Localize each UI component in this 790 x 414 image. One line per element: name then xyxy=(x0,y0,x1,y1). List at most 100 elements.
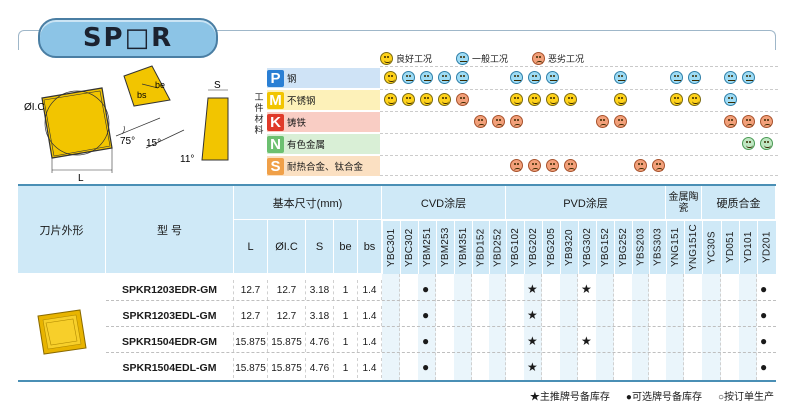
header-dim-s: S xyxy=(306,220,334,274)
stock-legend: ★主推牌号备库存 ●可选牌号备库存 ○按订单生产 xyxy=(530,388,774,403)
header-grade: YBG252 xyxy=(614,220,632,274)
rating-m-2-icon xyxy=(402,93,415,106)
header-grade: YBG302 xyxy=(578,220,596,274)
header-grade: YBG102 xyxy=(506,220,524,274)
mark-star: ★ xyxy=(527,282,538,296)
header-grade: YBC302 xyxy=(400,220,418,274)
label-bs: bs xyxy=(137,90,147,100)
rating-s-5-icon xyxy=(634,159,647,172)
rating-m-6-icon xyxy=(510,93,523,106)
mark-dot: ● xyxy=(422,308,430,322)
table-row-model: SPKR1504EDR-GM xyxy=(106,332,234,352)
mark-dot: ● xyxy=(422,334,430,348)
rating-k-3-icon xyxy=(510,115,523,128)
material-suitability-grid xyxy=(380,66,778,176)
legend-good: 良好工况 xyxy=(380,52,432,65)
header-cvd: CVD涂层 xyxy=(382,186,506,220)
header-grade: YB9320 xyxy=(560,220,578,274)
header-grade: YBG202 xyxy=(524,220,542,274)
header-frame xyxy=(18,30,776,50)
rating-m-7-icon xyxy=(528,93,541,106)
mark-star: ★ xyxy=(527,308,538,322)
header-grade: YBG205 xyxy=(542,220,560,274)
header-dim-be: be xyxy=(334,220,358,274)
rating-p-ybg202-icon xyxy=(528,71,541,84)
rating-m-1-icon xyxy=(384,93,397,106)
mark-star: ★ xyxy=(527,334,538,348)
header-carbide: 硬质合金 xyxy=(702,186,776,220)
header-dim-ic: ØI.C xyxy=(268,220,306,274)
label-angle11: 11° xyxy=(180,154,194,165)
material-row-k: K 铸铁 xyxy=(267,112,380,132)
header-grade: YBM351 xyxy=(454,220,472,274)
insert-drawing: ØI.C L bs be 75° 15° S 11° xyxy=(24,65,229,182)
rating-p-ybg302-icon xyxy=(614,71,627,84)
rating-k-8-icon xyxy=(760,115,773,128)
label-l: L xyxy=(78,173,84,182)
header-grade: YNG151 xyxy=(666,220,684,274)
rating-k-7-icon xyxy=(742,115,755,128)
rating-m-9-icon xyxy=(564,93,577,106)
smiley-bad-icon xyxy=(532,52,546,65)
material-row-n: N 有色金属 xyxy=(267,134,380,154)
rating-p-ybm351-icon xyxy=(456,71,469,84)
header-grade: YNG151C xyxy=(684,220,702,274)
rating-s-6-icon xyxy=(652,159,665,172)
rating-p-yd101-icon xyxy=(742,71,755,84)
table-row-model: SPKR1203EDL-GM xyxy=(106,306,234,326)
rating-k-2-icon xyxy=(492,115,505,128)
rating-k-4-icon xyxy=(596,115,609,128)
table-row-model: SPKR1203EDR-GM xyxy=(106,280,234,300)
insert-corner-detail xyxy=(123,65,171,107)
rating-m-10-icon xyxy=(614,93,627,106)
condition-legend: 良好工况 一般工况 恶劣工况 xyxy=(380,52,584,65)
header-cermet: 金属陶瓷 xyxy=(666,186,702,220)
header-grade: YBS203 xyxy=(632,220,649,274)
rating-p-ybm251-icon xyxy=(420,71,433,84)
header-grade: YBM253 xyxy=(436,220,454,274)
header-grade: YBC301 xyxy=(382,220,400,274)
insert-side-view xyxy=(201,97,229,161)
rating-p-ybm253-icon xyxy=(438,71,451,84)
header-grade: YD201 xyxy=(757,220,776,274)
product-table: 刀片外形 型 号 基本尺寸(mm) CVD涂层 PVD涂层 金属陶瓷 硬质合金 … xyxy=(18,184,776,382)
legend-dot: ●可选牌号备库存 xyxy=(625,392,702,403)
rating-n-2-icon xyxy=(760,137,773,150)
mark-dot: ● xyxy=(422,360,430,374)
rating-p-ybg205-icon xyxy=(546,71,559,84)
rating-s-2-icon xyxy=(528,159,541,172)
header-grade: YC30S xyxy=(702,220,721,274)
label-be: be xyxy=(155,80,165,90)
rating-k-5-icon xyxy=(614,115,627,128)
rating-m-4-icon xyxy=(438,93,451,106)
rating-p-yd051-icon xyxy=(724,71,737,84)
rating-p-ybc301-icon xyxy=(384,71,397,84)
header-grade: YBG152 xyxy=(596,220,614,274)
header-grade: YD051 xyxy=(721,220,739,274)
legend-star: ★主推牌号备库存 xyxy=(529,392,610,403)
table-row-model: SPKR1504EDL-GM xyxy=(106,358,234,378)
rating-p-yng151c-icon xyxy=(688,71,701,84)
legend-average: 一般工况 xyxy=(456,52,508,65)
rating-p-ybc302-icon xyxy=(402,71,415,84)
rating-p-ybg102-icon xyxy=(510,71,523,84)
rating-m-8-icon xyxy=(546,93,559,106)
header-shape: 刀片外形 xyxy=(18,186,106,274)
rating-s-1-icon xyxy=(510,159,523,172)
legend-bad: 恶劣工况 xyxy=(532,52,584,65)
rating-n-1-icon xyxy=(742,137,755,150)
material-row-m: M 不锈钢 xyxy=(267,90,380,110)
label-s: S xyxy=(214,80,221,91)
header-grade: YBM251 xyxy=(418,220,436,274)
rating-k-1-icon xyxy=(474,115,487,128)
material-row-s: S 耐热合金、钛合金 xyxy=(267,156,380,176)
label-ic: ØI.C xyxy=(24,102,45,113)
material-group-label: 工件材料 xyxy=(254,92,264,135)
smiley-neutral-icon xyxy=(456,52,470,65)
header-dim-l: L xyxy=(234,220,268,274)
header-model: 型 号 xyxy=(106,186,234,274)
material-row-p: P 钢 xyxy=(267,68,380,88)
header-dims: 基本尺寸(mm) xyxy=(234,186,382,220)
rating-m-11-icon xyxy=(670,93,683,106)
header-grade: YD101 xyxy=(739,220,757,274)
